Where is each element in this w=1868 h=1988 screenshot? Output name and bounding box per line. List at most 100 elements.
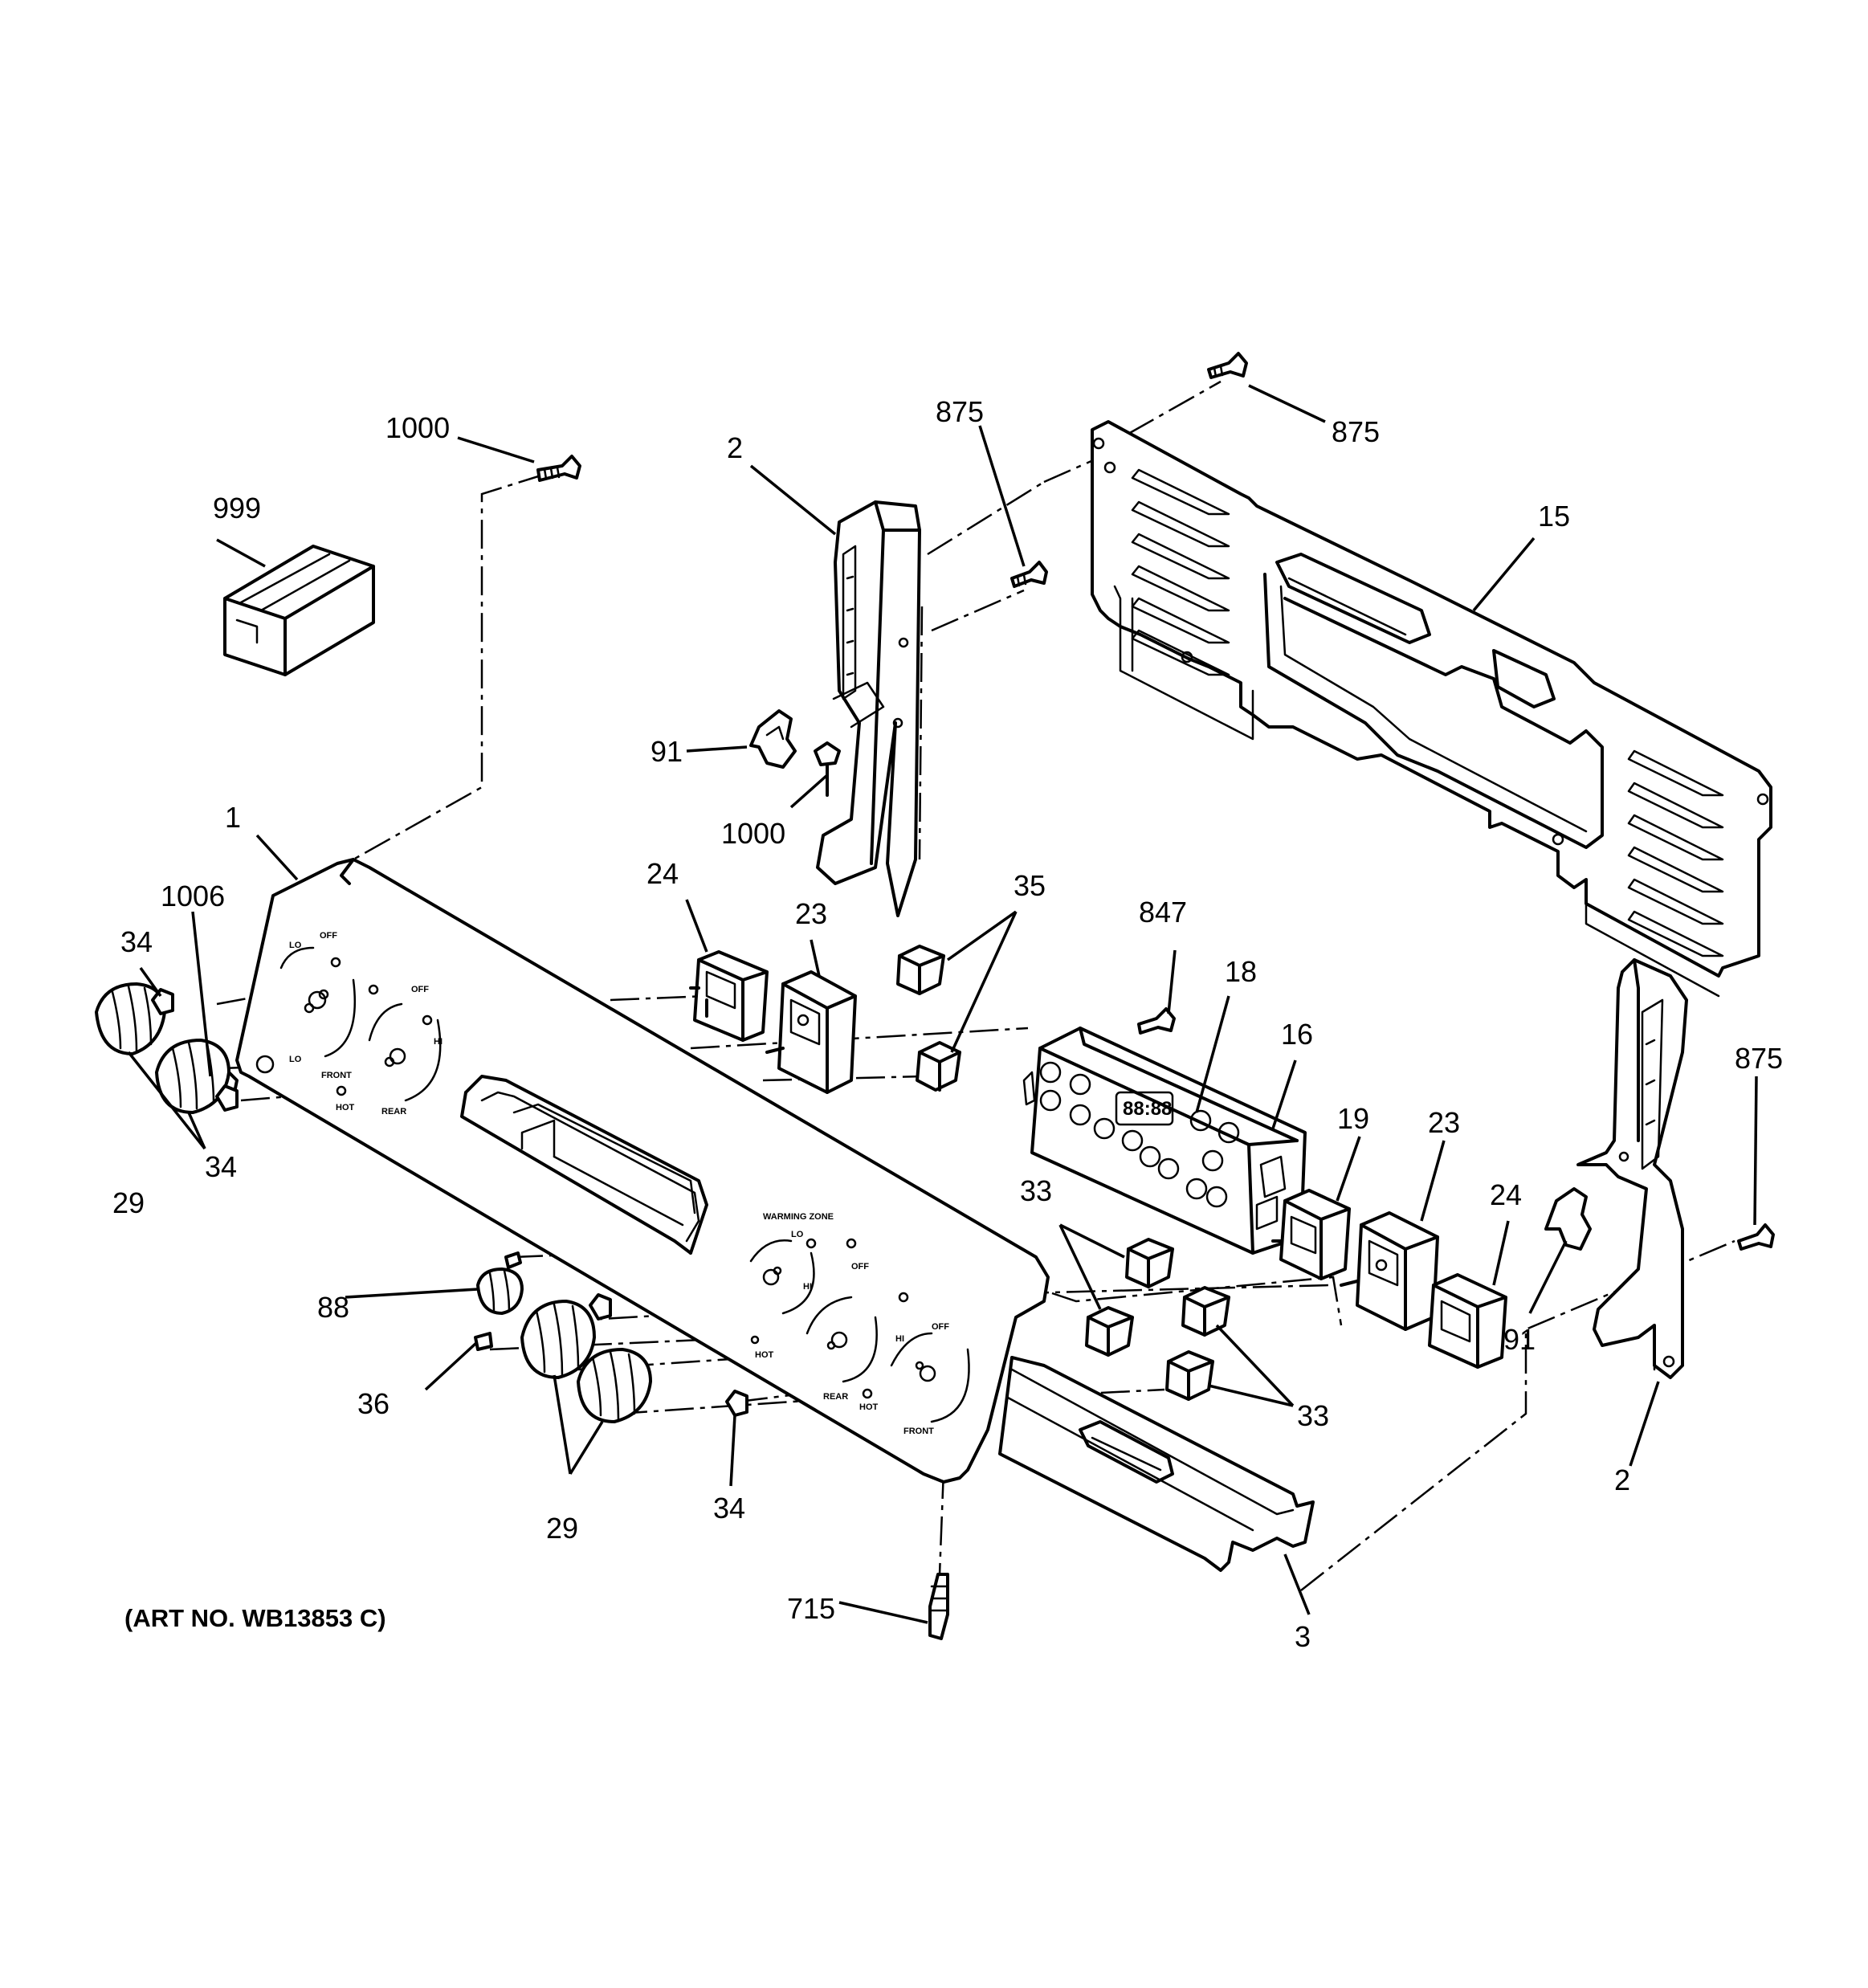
part-33-rocker-c — [1181, 1286, 1230, 1337]
part-1-control-panel: LO OFF LO FRONT OFF HI REAR HOT WARMING … — [235, 858, 1050, 1484]
part-29-knob-upper-left-1 — [95, 982, 166, 1055]
part-33-rocker-a — [1125, 1238, 1174, 1288]
screw-847 — [1137, 1007, 1176, 1035]
part-34-knob-insert-upper — [151, 988, 174, 1015]
leader-lines — [127, 384, 1758, 1624]
screw-875-right — [1737, 1223, 1775, 1251]
callout-16: 16 — [1281, 1018, 1313, 1051]
callout-1000-lower: 1000 — [721, 817, 785, 850]
part-33-rocker-d — [1165, 1350, 1214, 1401]
callout-1000-top: 1000 — [385, 411, 450, 444]
callout-847: 847 — [1139, 896, 1187, 929]
screw-875-mid — [1010, 561, 1048, 588]
dial-left-front: LO OFF LO FRONT — [255, 931, 379, 1080]
screw-875-top — [1207, 352, 1248, 379]
part-91-clip-right — [1544, 1187, 1592, 1251]
dial-label-off-3: OFF — [851, 1262, 869, 1272]
dial-label-hot-2: HOT — [755, 1350, 774, 1360]
callout-29-lower: 29 — [546, 1512, 578, 1545]
callout-1: 1 — [225, 801, 241, 834]
callout-34-lower: 34 — [713, 1492, 745, 1525]
callout-3: 3 — [1295, 1620, 1311, 1653]
part-3-trim-strip — [998, 1356, 1315, 1572]
dial-label-lo-2: LO — [289, 1055, 302, 1064]
callout-999: 999 — [213, 492, 261, 525]
part-35-rocker-upper — [896, 945, 945, 995]
dial-left-rear: OFF HI REAR HOT — [336, 985, 443, 1116]
louvers-left — [1131, 468, 1230, 676]
dial-label-rear: REAR — [381, 1107, 406, 1116]
part-34-knob-insert-mid — [215, 1084, 239, 1112]
callout-1006: 1006 — [161, 880, 225, 912]
part-88-knob-small — [476, 1268, 524, 1315]
callout-36: 36 — [357, 1387, 390, 1420]
dial-label-off-4: OFF — [932, 1322, 949, 1332]
part-999-literature-box — [223, 545, 375, 676]
dial-label-rear-2: REAR — [823, 1392, 848, 1402]
dial-label-hi: HI — [434, 1037, 443, 1047]
dial-label-hot-3: HOT — [859, 1402, 879, 1412]
part-34-knob-insert-lower-a — [589, 1293, 612, 1321]
callout-33-upper: 33 — [1020, 1174, 1052, 1207]
screw-715 — [928, 1573, 949, 1640]
part-15-rear-panel — [1091, 420, 1772, 998]
callout-18: 18 — [1225, 955, 1257, 988]
callout-88: 88 — [317, 1291, 349, 1324]
dial-label-off-2: OFF — [411, 985, 429, 994]
callout-2-left: 2 — [727, 431, 743, 464]
dial-label-warming-zone: WARMING ZONE — [763, 1212, 834, 1222]
screw-1000-lower — [814, 741, 841, 797]
dial-label-front: FRONT — [321, 1071, 352, 1080]
part-88-insert — [504, 1251, 522, 1269]
dial-right-rear: OFF REAR HOT — [750, 1262, 909, 1402]
callout-34-mid: 34 — [205, 1150, 237, 1183]
dial-warming-zone: WARMING ZONE LO HI — [749, 1212, 834, 1315]
louvers-right — [1627, 749, 1724, 957]
callout-91-right: 91 — [1503, 1323, 1536, 1356]
callout-875-mid: 875 — [936, 395, 984, 428]
dial-label-hot: HOT — [336, 1103, 355, 1112]
part-19-switch — [1271, 1189, 1351, 1280]
dial-label-hi-2: HI — [803, 1282, 812, 1292]
callout-91-left: 91 — [651, 735, 683, 768]
callout-19: 19 — [1337, 1102, 1369, 1135]
dial-right-front: OFF HI FRONT HOT — [859, 1322, 970, 1436]
callout-24-left: 24 — [646, 857, 679, 890]
dial-label-front-2: FRONT — [903, 1427, 934, 1436]
callout-labels: 1000 999 2 875 875 15 91 1000 1 1006 34 … — [112, 395, 1783, 1653]
dial-label-off: OFF — [320, 931, 337, 941]
callout-24-right: 24 — [1490, 1178, 1522, 1211]
callout-875-top: 875 — [1332, 415, 1380, 448]
screw-1000-top — [536, 455, 581, 482]
part-24-switch-left — [689, 950, 769, 1042]
callout-33-lower: 33 — [1297, 1399, 1329, 1432]
display-readout: 88:88 — [1123, 1098, 1172, 1120]
part-29-knob-lower-2 — [577, 1348, 652, 1423]
part-24-switch-right — [1428, 1273, 1507, 1369]
callout-23-right: 23 — [1428, 1106, 1460, 1139]
part-2-right-end-cap — [1576, 958, 1688, 1379]
part-35-rocker-lower — [916, 1041, 961, 1092]
art-number: (ART NO. WB13853 C) — [124, 1604, 386, 1632]
callout-2-right: 2 — [1614, 1463, 1630, 1496]
dial-label-lo-3: LO — [791, 1230, 804, 1239]
part-23-switch-right — [1340, 1211, 1439, 1331]
callout-35: 35 — [1014, 869, 1046, 902]
part-2-left-end-cap — [816, 500, 921, 917]
callout-29-upper: 29 — [112, 1186, 145, 1219]
callout-15: 15 — [1538, 500, 1570, 533]
screw-36 — [474, 1332, 493, 1351]
callout-715: 715 — [787, 1592, 835, 1625]
part-29-knob-lower-1 — [520, 1300, 596, 1379]
part-91-clip-left — [749, 709, 797, 769]
part-33-rocker-b — [1085, 1306, 1134, 1357]
dial-label-lo: LO — [289, 941, 302, 950]
dial-label-hi-3: HI — [895, 1334, 904, 1344]
callout-34-upper: 34 — [120, 925, 153, 958]
part-23-switch-left — [765, 970, 857, 1094]
callout-875-right: 875 — [1735, 1042, 1783, 1075]
part-16-electronic-control: 88:88 — [1022, 1027, 1307, 1255]
part-34-knob-insert-lower-b — [725, 1390, 748, 1417]
